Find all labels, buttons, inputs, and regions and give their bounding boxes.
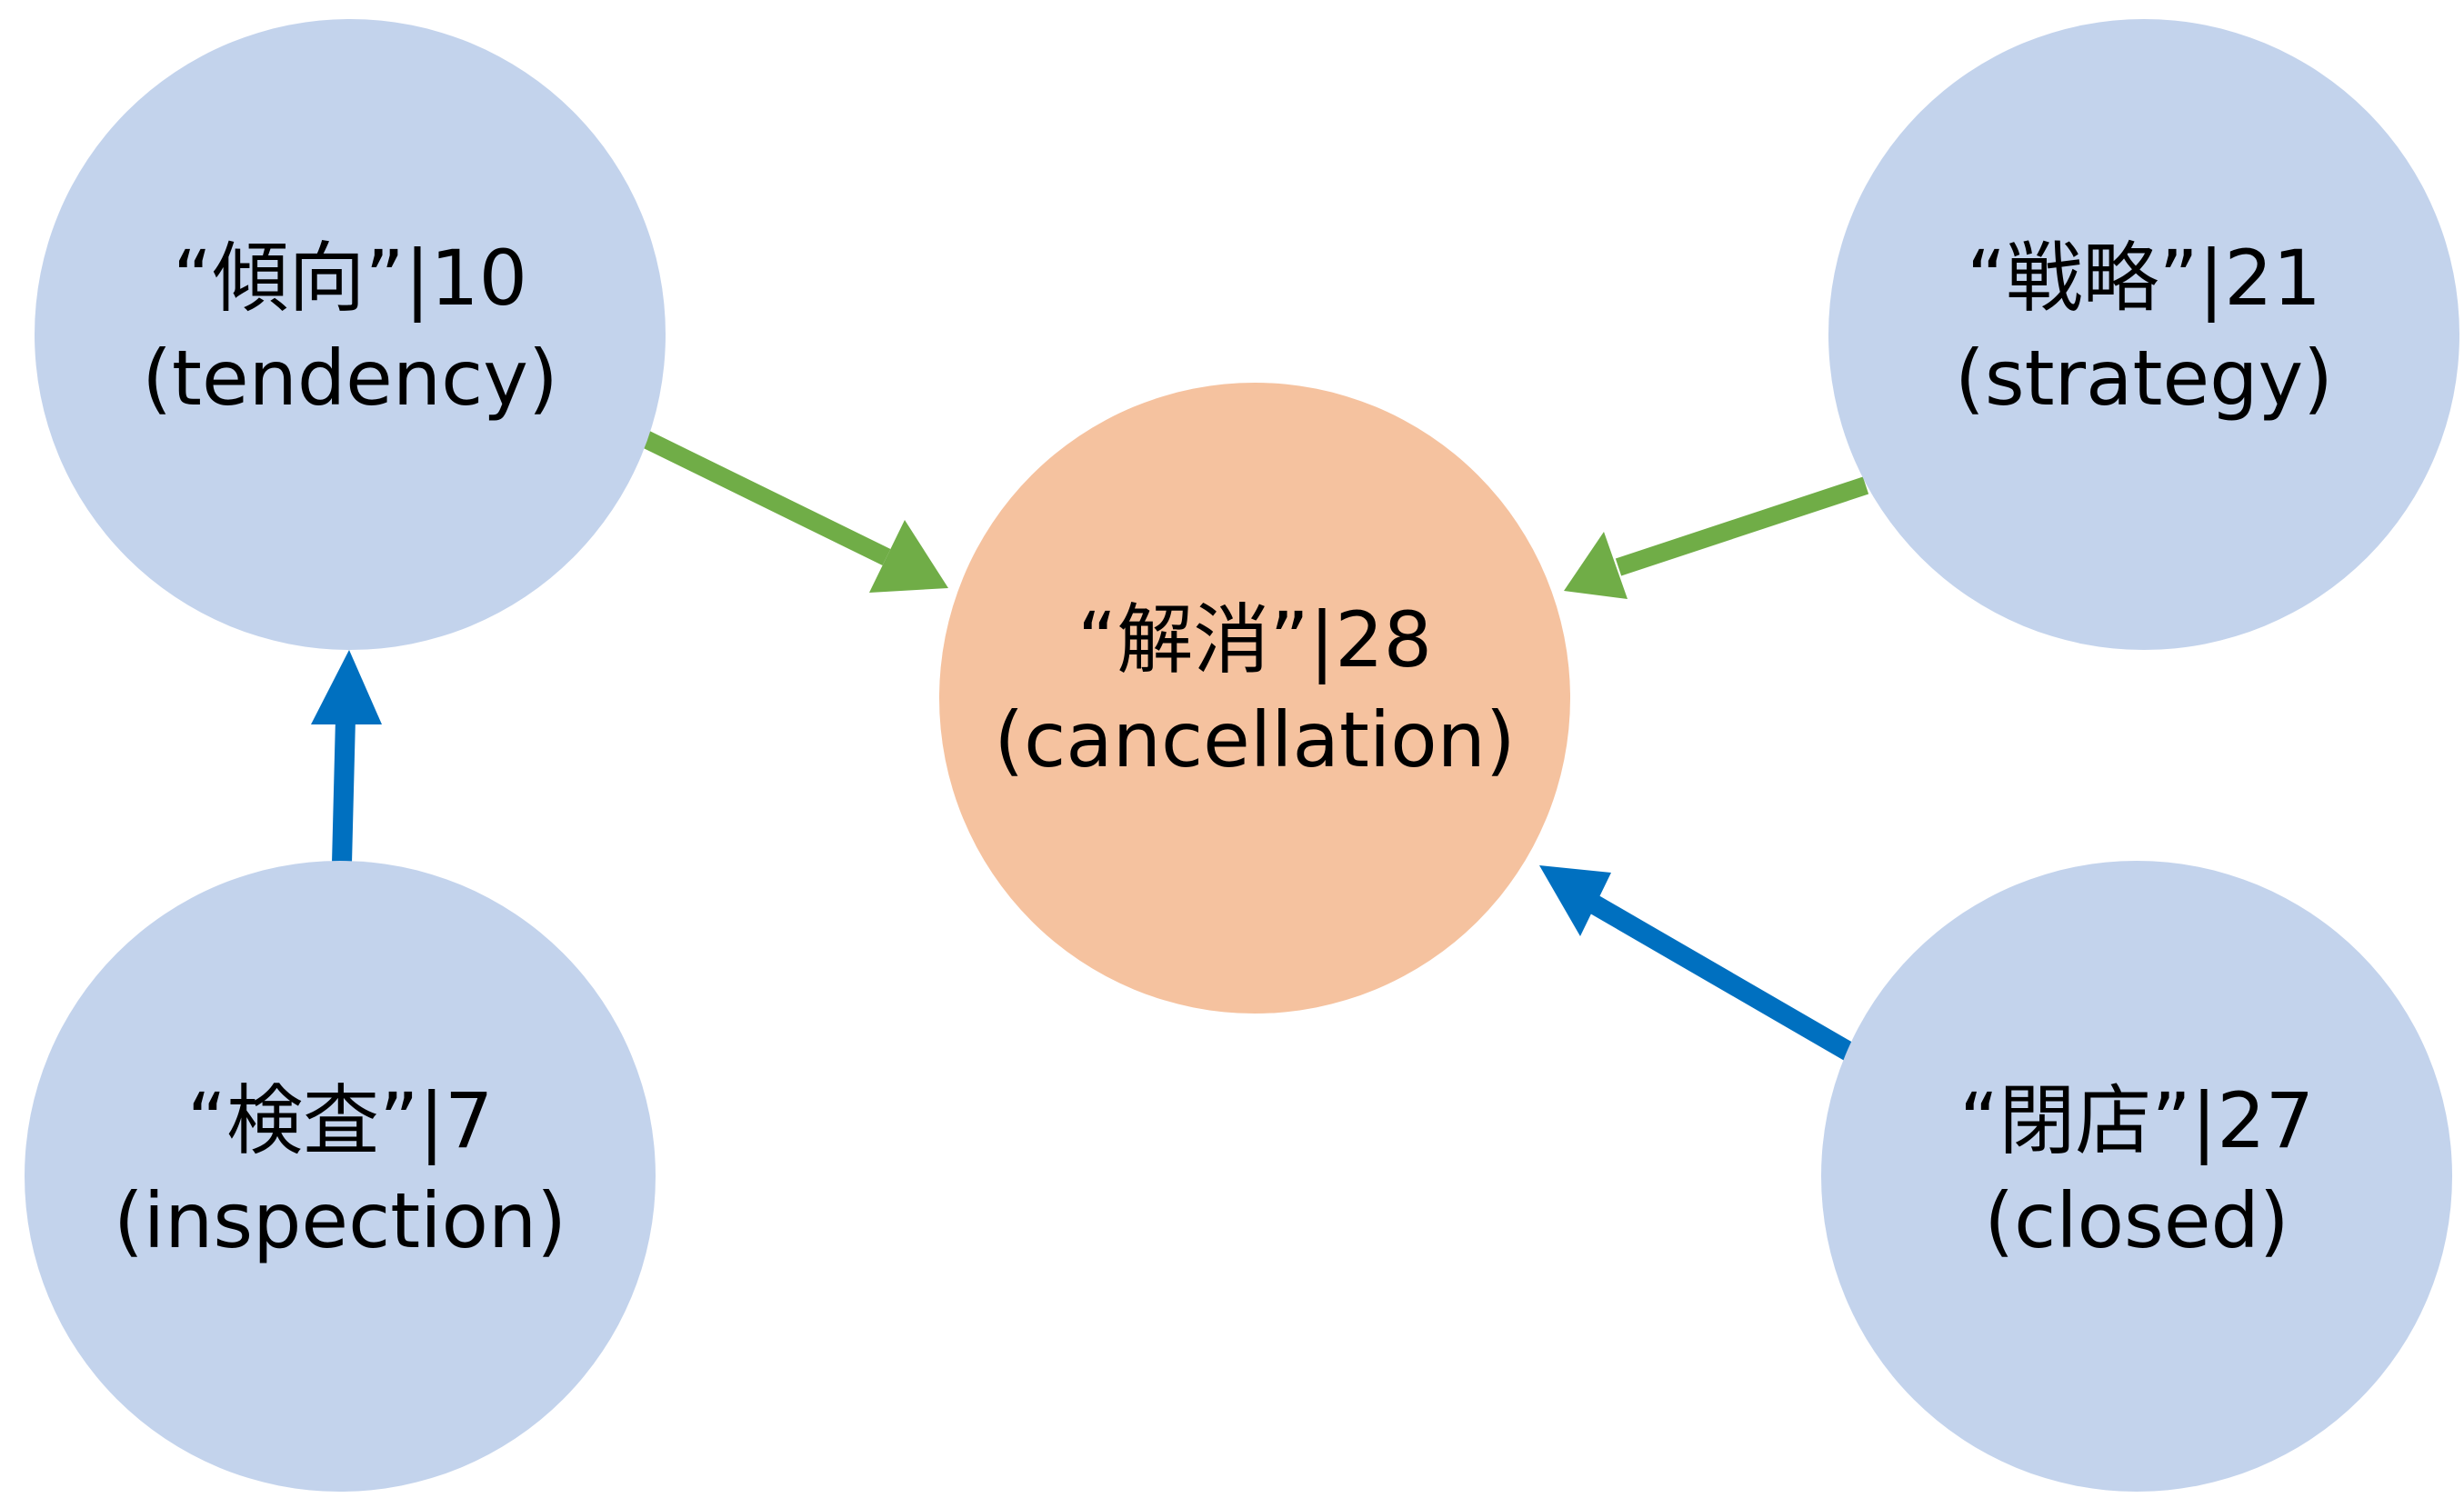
node-circle (939, 383, 1570, 1014)
node-strategy: “戦略”|21 (strategy) (1828, 19, 2459, 650)
arrowhead (311, 650, 382, 724)
edge-closed-to-cancellation (1539, 865, 1856, 1062)
node-label-primary: “解消”|28 (1077, 595, 1432, 684)
edge-line (641, 431, 891, 565)
edges (311, 431, 1869, 1062)
edge-strategy-to-cancellation (1564, 476, 1869, 599)
node-circle (25, 861, 656, 1492)
node-label-secondary: (cancellation) (994, 695, 1515, 784)
node-label-primary: “検査”|7 (187, 1076, 494, 1165)
node-circle (1821, 861, 2452, 1492)
node-tendency: “傾向”|10 (tendency) (35, 19, 666, 650)
arrowhead (869, 520, 948, 593)
node-label-secondary: (tendency) (142, 334, 558, 423)
edge-line (332, 717, 356, 864)
node-circle (35, 19, 666, 650)
edge-line (1615, 476, 1869, 576)
node-inspection: “検査”|7 (inspection) (25, 861, 656, 1492)
node-cancellation: “解消”|28 (cancellation) (939, 383, 1570, 1014)
node-label-secondary: (strategy) (1955, 334, 2333, 423)
node-label-secondary: (closed) (1984, 1176, 2289, 1265)
node-label-primary: “傾向”|10 (173, 234, 527, 323)
edge-tendency-to-cancellation (641, 431, 948, 593)
nodes: “傾向”|10 (tendency) “戦略”|21 (strategy) “解… (25, 19, 2459, 1492)
edge-line (1581, 891, 1856, 1062)
arrowhead (1539, 865, 1611, 936)
node-label-primary: “戦略”|21 (1967, 234, 2321, 323)
edge-inspection-to-tendency (311, 650, 382, 864)
node-label-primary: “閉店”|27 (1959, 1076, 2314, 1165)
node-circle (1828, 19, 2459, 650)
arrowhead (1564, 532, 1628, 599)
node-closed: “閉店”|27 (closed) (1821, 861, 2452, 1492)
node-label-secondary: (inspection) (114, 1176, 566, 1265)
